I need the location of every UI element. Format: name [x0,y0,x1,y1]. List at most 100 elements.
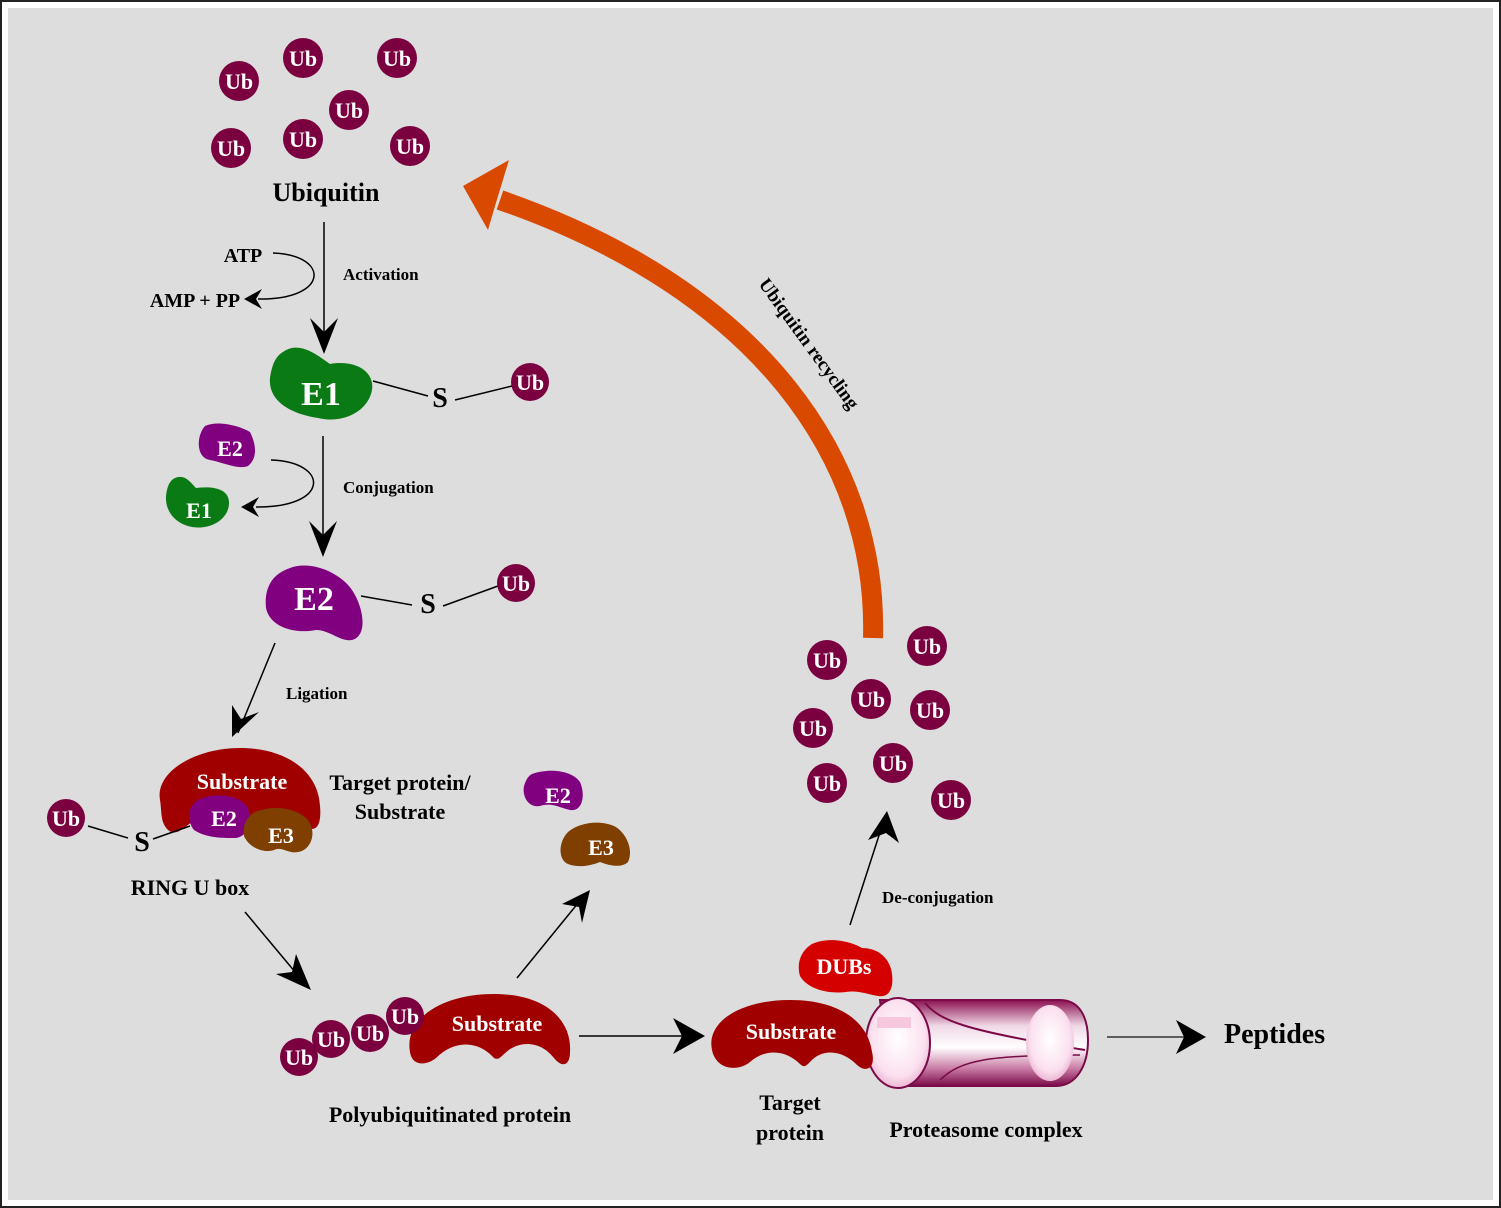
release-arrow [516,896,584,979]
ligation-step: Ligation [232,642,348,737]
e2-enzyme-small [523,770,583,811]
ub-circle: Ub [910,690,950,730]
diagram-panel [8,8,1493,1200]
ubiquitin-label: Ubiquitin [273,178,380,207]
svg-text:Ub: Ub [217,136,245,161]
ub-circle: Ub [386,997,424,1035]
ub-circle: Ub [351,1014,389,1052]
deconjugation-step: De-conjugation [849,811,994,926]
deconjugation-arrow [849,819,885,926]
ub-circle: Ub [497,564,535,602]
ubiquitin-pool: Ub Ub Ub Ub Ub Ub Ub Ubiquitin [211,38,430,207]
svg-text:Ub: Ub [289,127,317,152]
svg-text:E2: E2 [217,436,243,461]
svg-text:Ub: Ub [289,46,317,71]
svg-text:Ub: Ub [937,788,965,813]
activation-arrowhead [310,318,338,354]
svg-text:Ub: Ub [396,134,424,159]
ub-circle: Ub [283,38,323,78]
target-protein-label-1: Target [759,1090,821,1115]
svg-text:Ub: Ub [516,370,544,395]
svg-text:Ub: Ub [813,771,841,796]
svg-text:Ub: Ub [225,69,253,94]
svg-text:Ub: Ub [391,1004,419,1029]
e1-thioester-complex: E1 S Ub [269,347,549,420]
ub-circle: Ub [283,119,323,159]
e2-enzyme-small [198,423,255,468]
svg-text:E2: E2 [211,806,237,831]
svg-text:Ub: Ub [335,98,363,123]
activation-label: Activation [343,265,419,284]
recycling-arrowhead [463,160,509,230]
peptides-label: Peptides [1224,1019,1325,1050]
ub-circle: Ub [211,128,251,168]
sulfur-label: S [134,827,150,858]
ub-circle: Ub [390,126,430,166]
atp-label: ATP [224,245,263,267]
svg-text:Ub: Ub [52,806,80,831]
proteasome-end-cap [1026,1005,1074,1081]
amp-pp-label: AMP + PP [150,290,240,312]
svg-text:Ub: Ub [913,634,941,659]
ub-circle: Ub [907,626,947,666]
released-ubiquitin-pool: Ub Ub Ub Ub Ub Ub Ub Ub [793,626,971,820]
target-protein-substrate-label-1: Target protein/ [329,770,471,795]
sulfur-label: S [420,589,436,620]
ub-circle: Ub [511,363,549,401]
proteasome-highlight [877,1017,911,1028]
svg-text:E1: E1 [301,376,341,413]
ligation-label: Ligation [286,684,348,703]
e1-enzyme-small [165,476,230,528]
conjugation-step: E2 E1 Conjugation [165,423,434,557]
e1-enzyme [269,347,373,420]
svg-text:E2: E2 [294,581,334,618]
conjugation-label: Conjugation [343,478,434,497]
ubiquitin-recycling-label: Ubiquitin recycling [754,275,863,414]
ub-circle: Ub [931,780,971,820]
e2-curve-arrow [255,459,315,508]
ub-circle: Ub [47,799,85,837]
deconjugation-label: De-conjugation [882,888,994,907]
ub-circle: Ub [312,1020,350,1058]
ub-circle: Ub [219,61,259,101]
svg-text:Ub: Ub [879,751,907,776]
ub-circle: Ub [873,743,913,783]
target-protein-label-2: protein [756,1120,824,1145]
svg-text:Substrate: Substrate [746,1019,837,1044]
activation-step: ATP AMP + PP Activation [150,222,419,354]
released-enzymes: E2 E3 [516,770,631,979]
svg-text:Ub: Ub [383,46,411,71]
svg-text:E2: E2 [545,783,571,808]
polyubiquitinated-protein: Substrate Ub Ub Ub Ub Polyubiquitinated … [280,994,571,1127]
target-protein-substrate-label-2: Substrate [355,799,446,824]
recycling-arrow [496,190,884,639]
ub-circle: Ub [807,640,847,680]
svg-text:E3: E3 [588,835,614,860]
dubs-enzyme [798,940,893,997]
atp-curve-arrowhead [244,289,262,309]
svg-text:DUBs: DUBs [816,954,871,979]
ub-circle: Ub [807,763,847,803]
proteasome-front-cap [865,997,931,1089]
sulfur-label: S [432,383,448,414]
e3-ligase [243,808,313,853]
proteasome-complex: Substrate DUBs Target protein Proteasome… [711,940,1090,1145]
ub-circle: Ub [280,1038,318,1076]
e2-thioester-complex: E2 S Ub [265,564,535,641]
svg-text:Ub: Ub [857,687,885,712]
ub-circle: Ub [851,679,891,719]
svg-text:Ub: Ub [317,1027,345,1052]
svg-text:Ub: Ub [916,698,944,723]
svg-text:Substrate: Substrate [197,769,288,794]
svg-text:Ub: Ub [285,1045,313,1070]
svg-text:Ub: Ub [813,648,841,673]
target-substrate-protein [711,1000,873,1069]
svg-text:Ub: Ub [356,1021,384,1046]
substrate-protein [409,994,571,1065]
e2-enzyme [189,795,250,838]
ring-u-box-complex: Substrate E2 E3 S Ub Target protein/ Sub… [47,748,471,900]
ub-circle: Ub [793,708,833,748]
svg-text:E3: E3 [268,823,294,848]
